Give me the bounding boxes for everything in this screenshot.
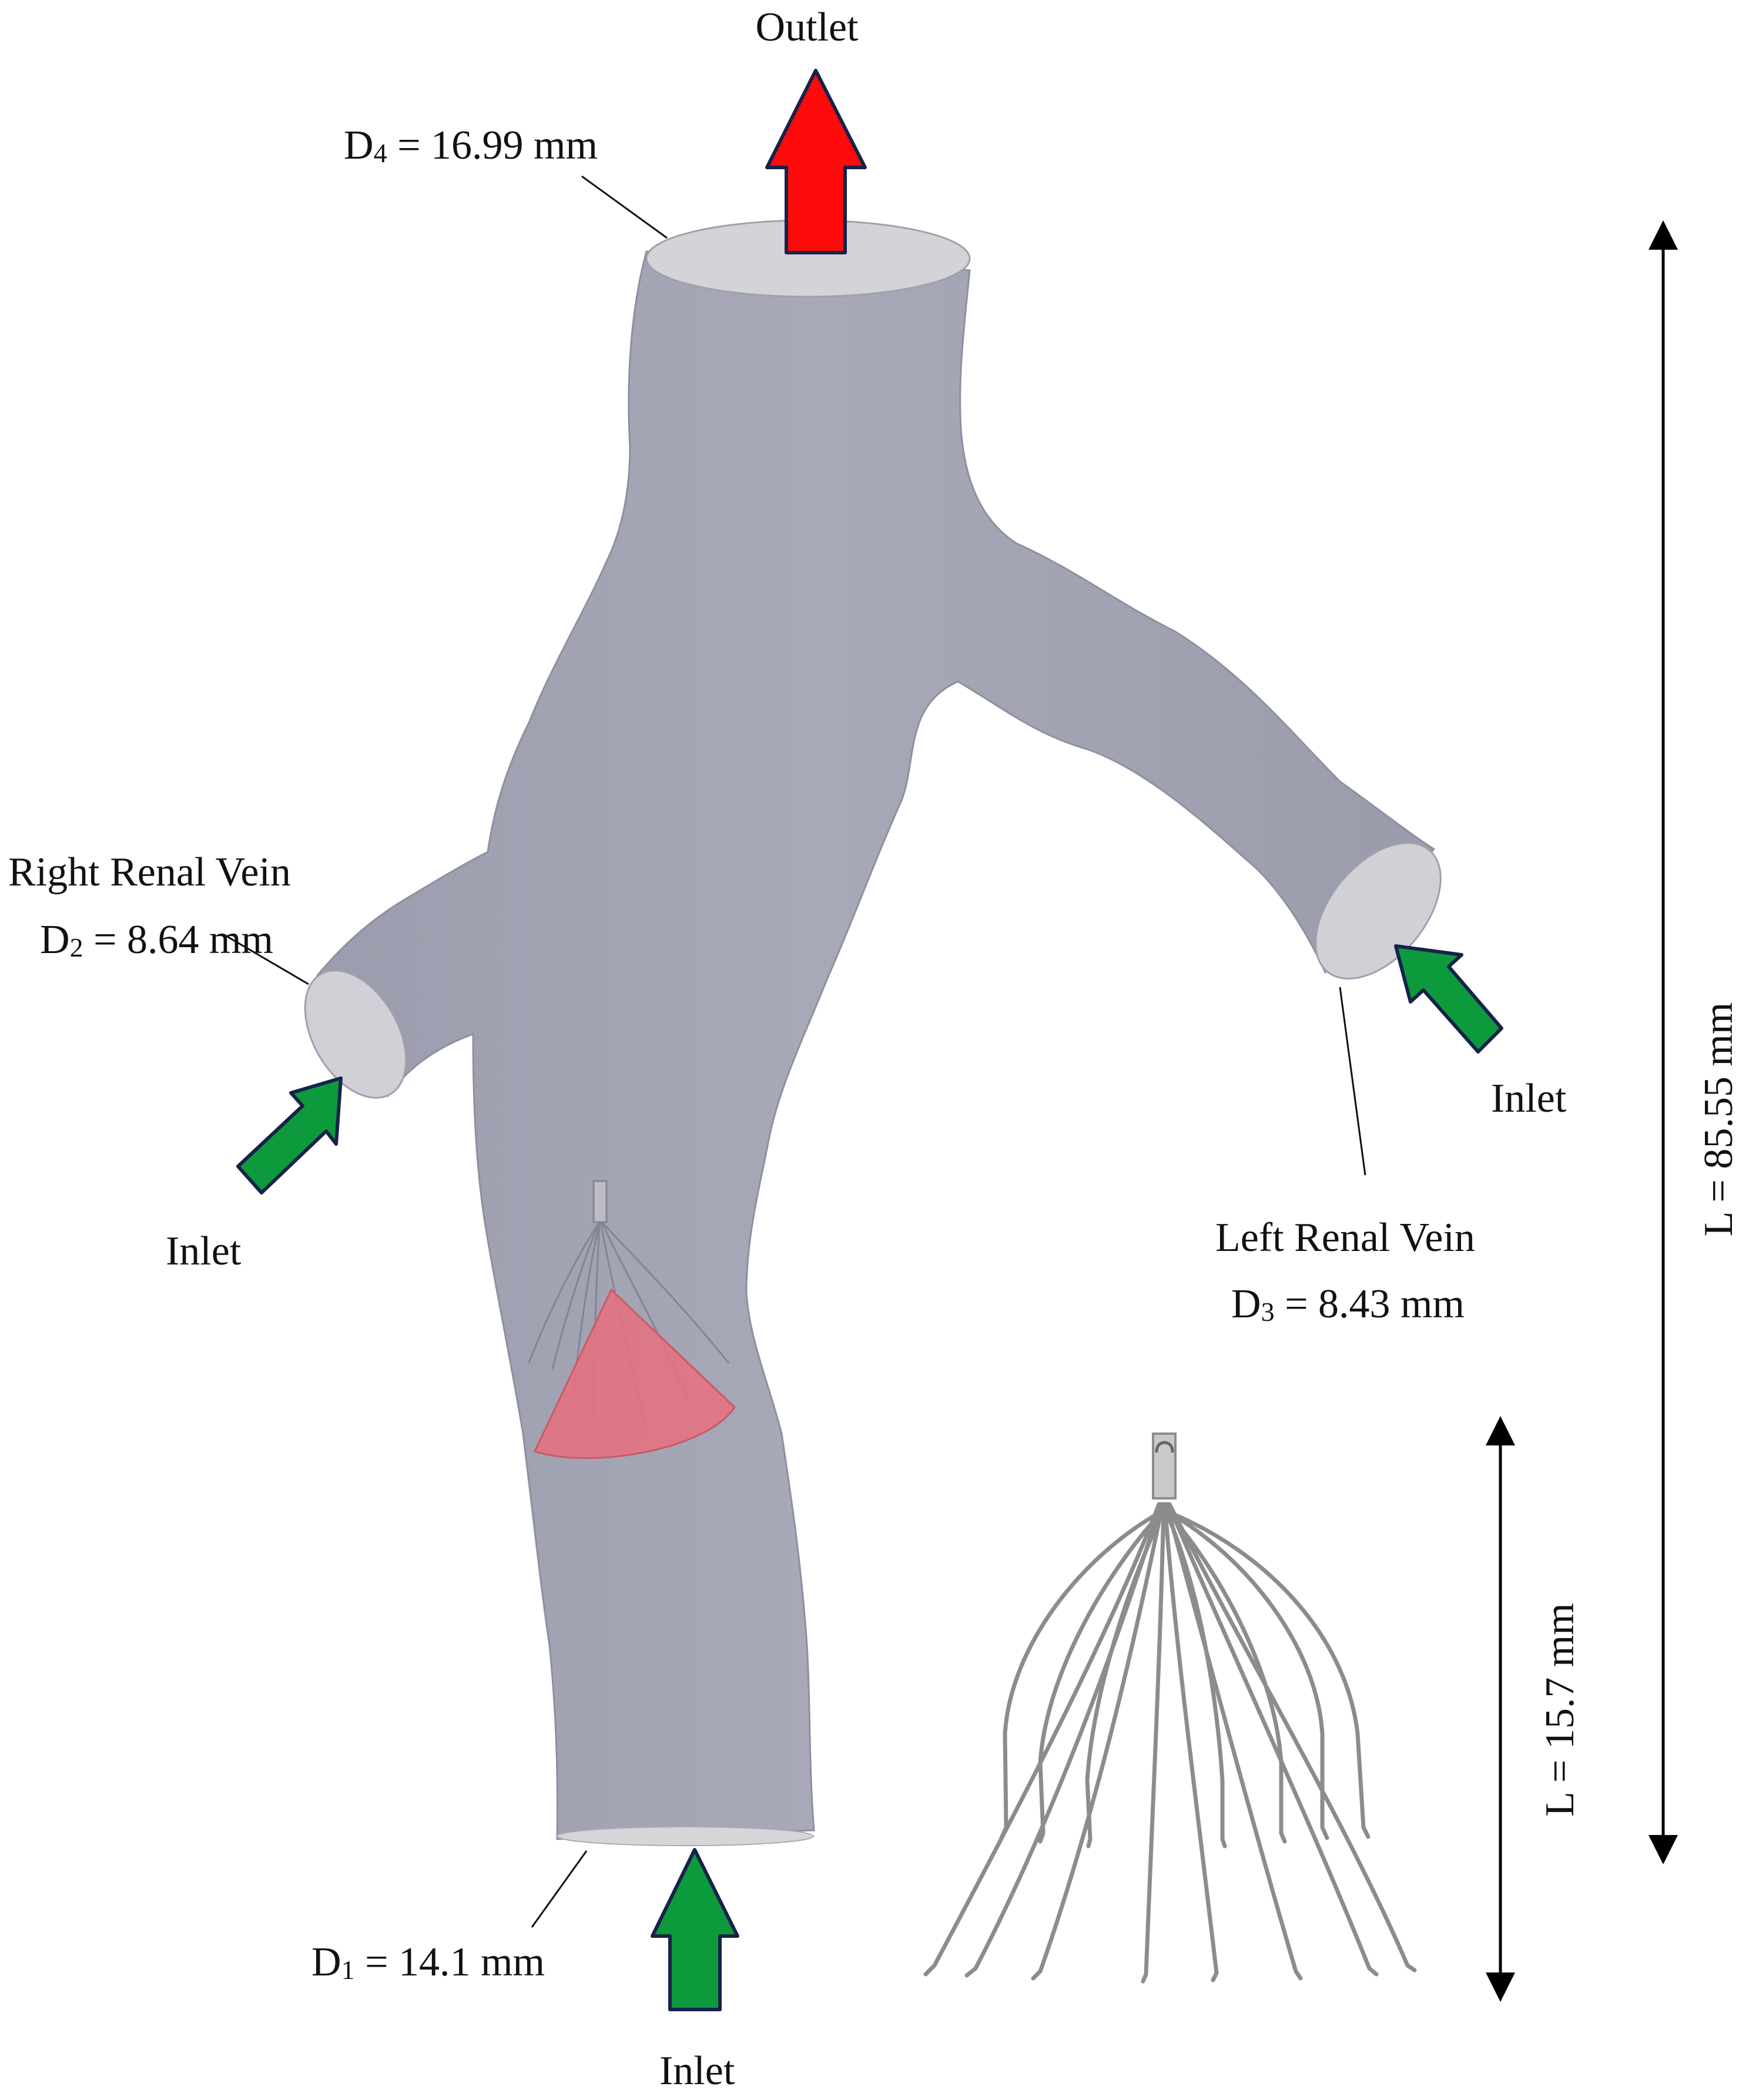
- inlet-left-label: Inlet: [1491, 1076, 1567, 1121]
- bottom-inlet-cap: [557, 1826, 814, 1846]
- left-renal-cap: [1315, 842, 1442, 979]
- left-renal-vein-label: Left Renal Vein: [1215, 1215, 1475, 1260]
- d3-leader: [1339, 987, 1366, 1176]
- d3-subscript: 3: [1261, 1297, 1275, 1327]
- outlet-arrow-icon[interactable]: [765, 69, 867, 254]
- right-renal-cap: [304, 970, 407, 1099]
- outlet-label: Outlet: [755, 5, 859, 50]
- right-renal-vein-label: Right Renal Vein: [8, 850, 291, 895]
- d1-leader: [531, 1850, 588, 1928]
- d3-value: = 8.43 mm: [1274, 1282, 1465, 1327]
- filter-hub-inside: [592, 1180, 608, 1223]
- d4-label: D4 = 16.99 mm: [344, 125, 598, 167]
- filter-cone: [533, 1288, 736, 1459]
- d4-leader: [581, 175, 668, 239]
- filter-hook: [1155, 1441, 1174, 1453]
- d1-subscript: 1: [341, 1955, 355, 1985]
- d2-symbol: D: [40, 917, 70, 962]
- total-length-label: L = 85.55 mm: [1696, 1002, 1739, 1237]
- d2-label: D2 = 8.64 mm: [40, 920, 273, 961]
- d2-subscript: 2: [69, 932, 83, 962]
- inlet-bottom-arrow-icon[interactable]: [651, 1848, 739, 2011]
- inlet-left-arrow-icon[interactable]: [1394, 944, 1503, 1054]
- vessel-model: [304, 219, 1442, 1846]
- filter-length-label: L = 15.7 mm: [1537, 1603, 1583, 1817]
- filter-detail: [923, 1433, 1417, 1984]
- d3-label: D3 = 8.43 mm: [1231, 1284, 1465, 1326]
- d1-label: D1 = 14.1 mm: [311, 1942, 545, 1984]
- inlet-bottom-label: Inlet: [659, 2048, 735, 2094]
- d4-symbol: D: [344, 123, 374, 168]
- inlet-right-arrow-icon[interactable]: [236, 1076, 343, 1195]
- d1-value: = 14.1 mm: [354, 1940, 545, 1985]
- d2-value: = 8.64 mm: [83, 917, 273, 962]
- d3-symbol: D: [1231, 1282, 1261, 1327]
- inlet-right-label: Inlet: [166, 1229, 242, 1274]
- leader-lines: [223, 175, 1366, 1928]
- d1-symbol: D: [311, 1940, 341, 1985]
- d2-leader: [223, 933, 309, 985]
- d4-value: = 16.99 mm: [387, 123, 598, 168]
- d4-subscript: 4: [373, 138, 387, 168]
